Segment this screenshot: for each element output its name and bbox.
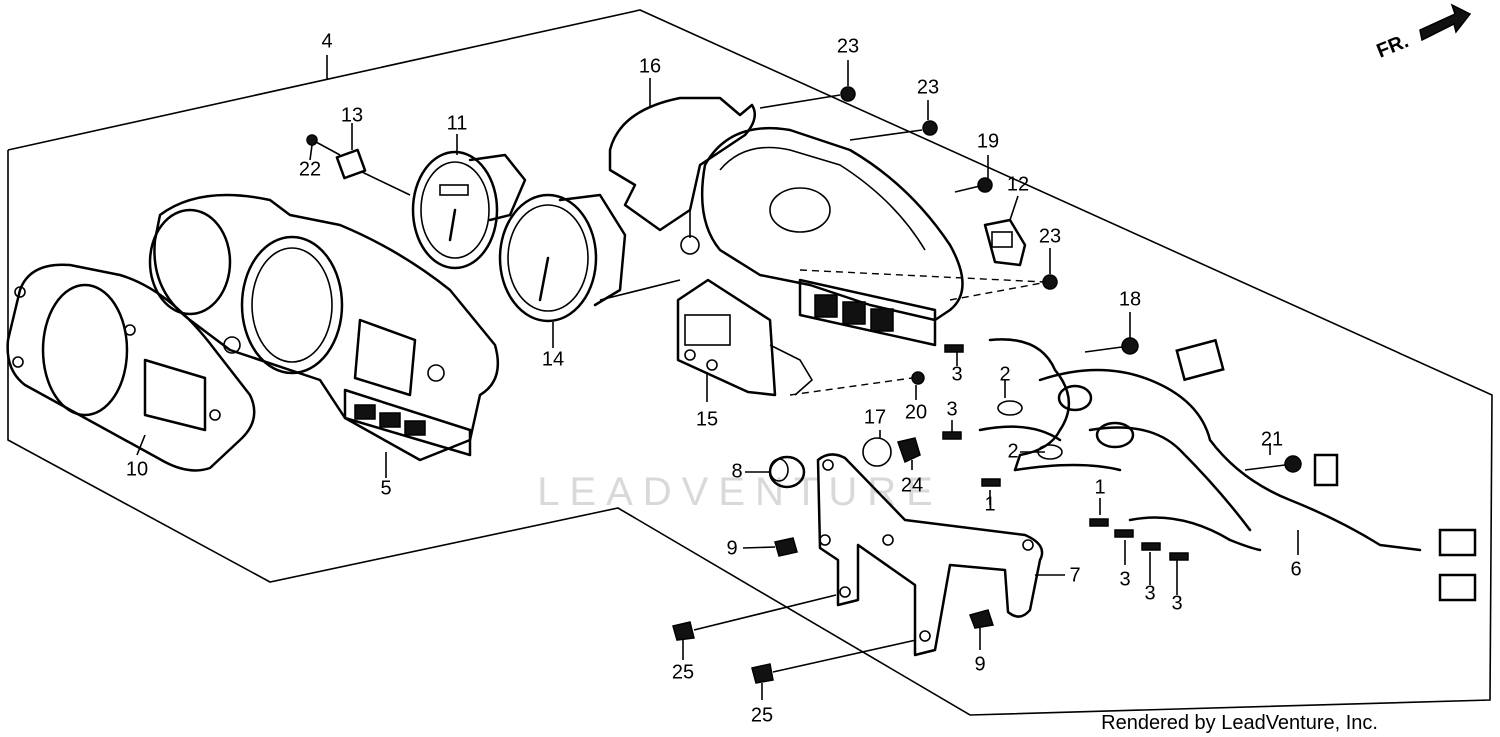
callout-6: 6 [1290, 558, 1301, 580]
callout-4: 4 [321, 30, 332, 52]
callout-12: 12 [1007, 173, 1029, 195]
meter-cover-part [608, 96, 757, 255]
small-fasteners [942, 337, 1302, 561]
callout-11: 11 [447, 112, 468, 134]
callout-7: 7 [1069, 564, 1080, 586]
callout-23-a: 23 [837, 35, 859, 57]
bolt-25-a-part [672, 621, 695, 641]
screw-22-part [306, 134, 341, 156]
bolt-9-b-part [969, 609, 994, 629]
svg-text:FR.: FR. [1374, 30, 1412, 62]
callout-3-b: 3 [946, 398, 957, 420]
callout-1-b: 1 [1094, 476, 1105, 498]
screw-23-b-part [922, 120, 938, 136]
render-credit: Rendered by LeadVenture, Inc. [1101, 712, 1378, 734]
meter-case-upper-part [148, 193, 500, 462]
grommet-17-part [862, 437, 892, 467]
callout-8: 8 [731, 460, 742, 482]
stay-bracket-part [816, 453, 1044, 657]
callout-18: 18 [1119, 288, 1141, 310]
callout-1-a: 1 [984, 493, 995, 515]
bolt-25-b-part [751, 663, 774, 684]
callout-9-b: 9 [974, 653, 985, 675]
callout-25-b: 25 [751, 704, 773, 726]
meter-case-lower-part [700, 126, 964, 347]
callout-15: 15 [696, 408, 718, 430]
front-direction-arrow: FR. [1374, 3, 1472, 63]
bolt-24-part [897, 437, 921, 464]
callouts: 4 13 22 11 16 23 23 19 12 23 18 10 5 14 … [126, 30, 1302, 726]
callout-10: 10 [126, 458, 148, 480]
callout-17: 17 [864, 406, 886, 428]
indicator-12-part [983, 218, 1027, 267]
leader-lines [136, 55, 1299, 700]
tachometer-part [498, 193, 681, 323]
bolt-9-a-part [774, 537, 798, 557]
screw-23-a-part [840, 86, 856, 102]
callout-13: 13 [341, 104, 363, 126]
screw-23-c-part [1042, 274, 1058, 290]
callout-22: 22 [299, 158, 321, 180]
wire-harness-part [978, 338, 1477, 602]
callout-3-e: 3 [1171, 592, 1182, 614]
callout-2-b: 2 [1007, 440, 1018, 462]
callout-19: 19 [977, 130, 999, 152]
callout-14: 14 [542, 348, 564, 370]
watermark: LEADVENTURE [537, 470, 943, 514]
callout-2-a: 2 [999, 363, 1010, 385]
callout-3-a: 3 [951, 363, 962, 385]
assembly-boundary [7, 9, 1493, 716]
callout-9-a: 9 [726, 537, 737, 559]
callout-3-d: 3 [1144, 582, 1155, 604]
callout-16: 16 [639, 55, 661, 77]
callout-24: 24 [901, 474, 923, 496]
callout-25-a: 25 [672, 661, 694, 683]
callout-5: 5 [380, 477, 391, 499]
callout-21: 21 [1261, 428, 1283, 450]
callout-20: 20 [905, 401, 927, 423]
callout-3-c: 3 [1119, 568, 1130, 590]
nut-13-part [335, 148, 411, 196]
gasket-part [6, 263, 256, 472]
callout-23-c: 23 [1039, 225, 1061, 247]
lcd-module-part [676, 278, 814, 397]
callout-23-b: 23 [917, 76, 939, 98]
speedometer-part [411, 150, 527, 270]
screw-20-part [911, 371, 925, 385]
screw-19-part [954, 177, 993, 193]
